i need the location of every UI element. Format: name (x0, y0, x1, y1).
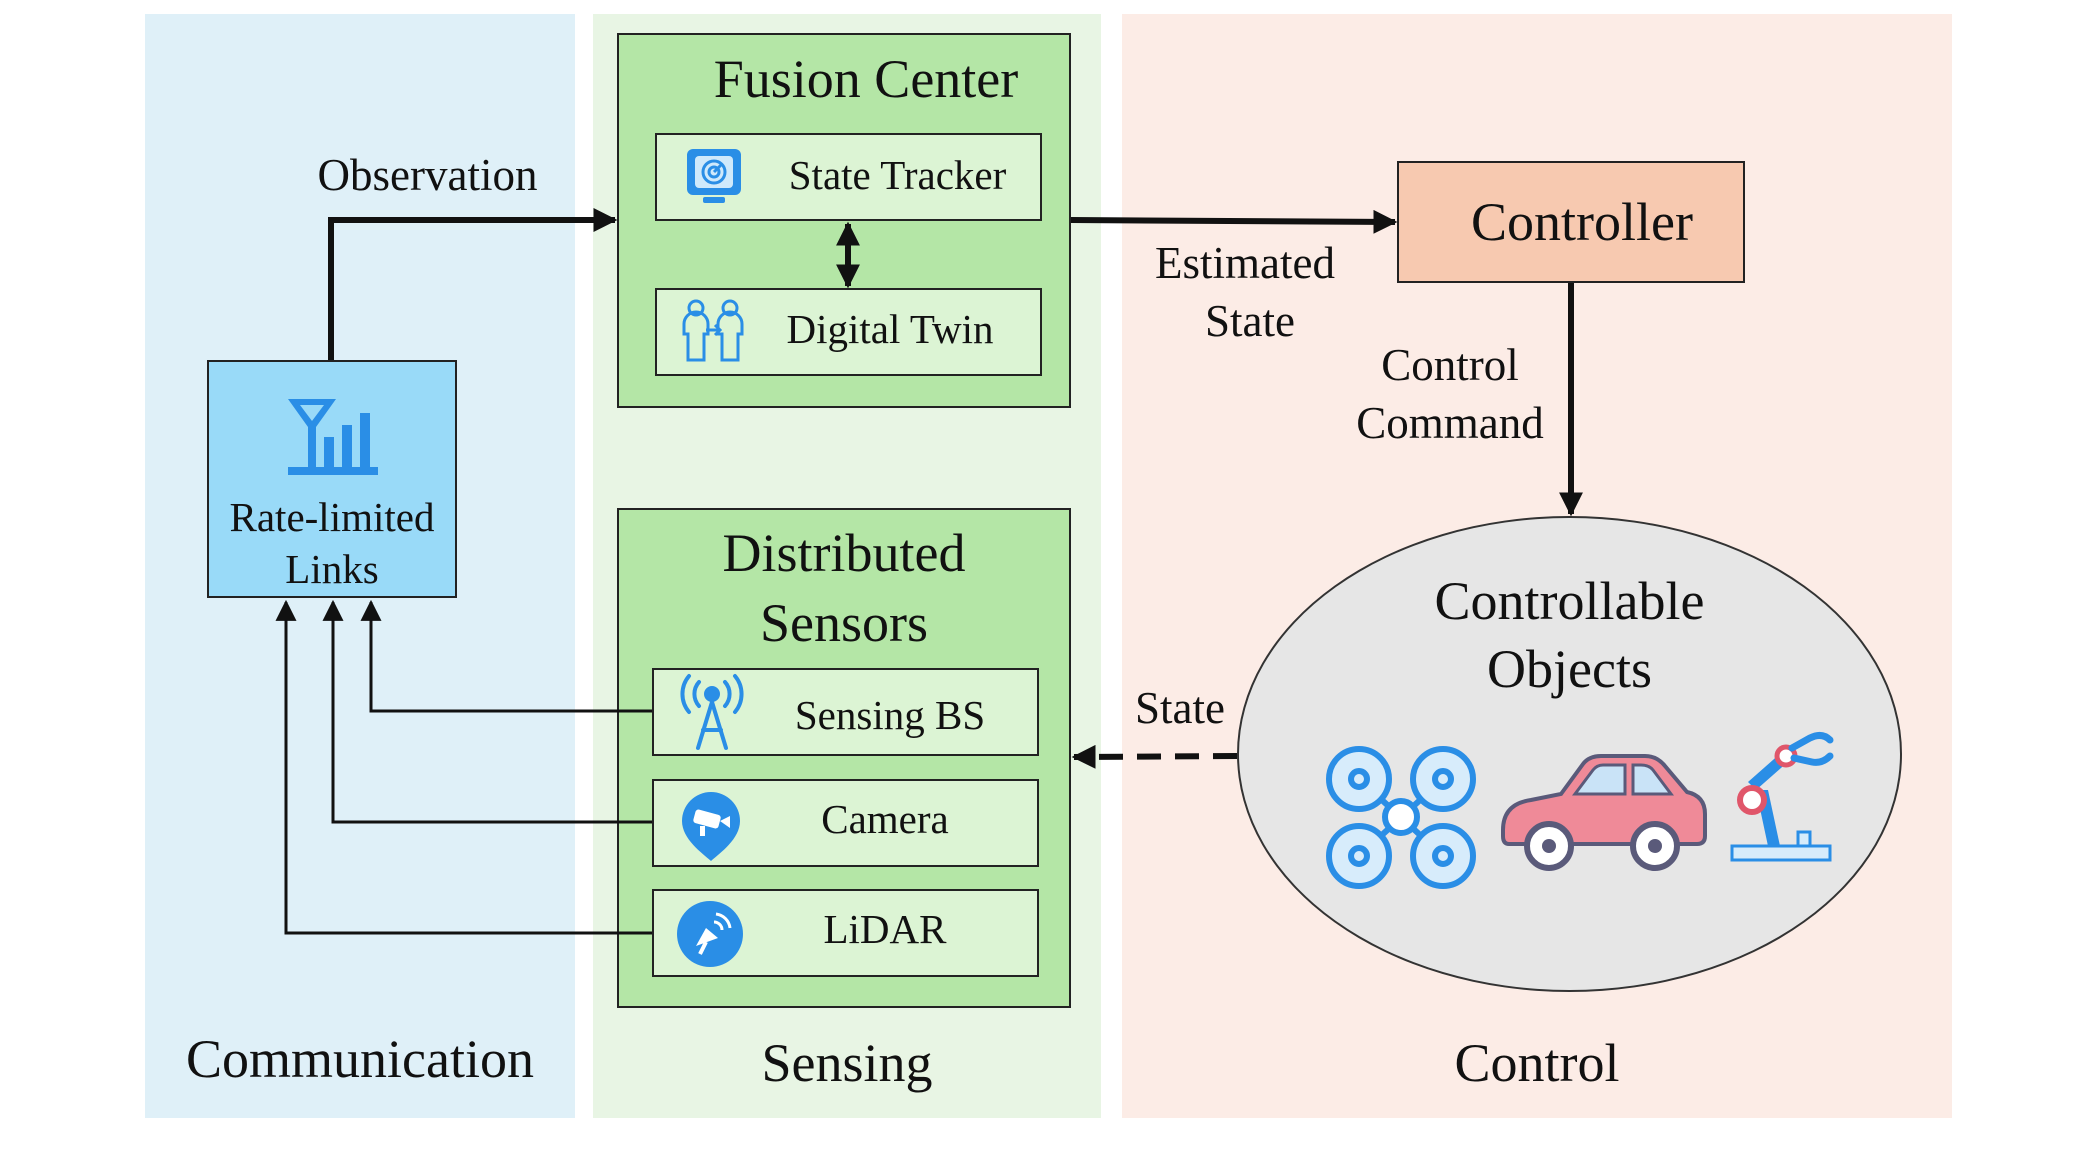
objects-label-line2: Objects (1487, 639, 1652, 699)
camera-to-links-arrow (322, 599, 652, 824)
observation-arrow (328, 208, 618, 360)
lidar-to-links-arrow (275, 599, 652, 935)
lidar-label: LiDAR (823, 906, 947, 952)
estimated-state-label-line1: Estimated (1155, 238, 1335, 288)
distributed-sensors-title-line1: Distributed (722, 523, 966, 583)
sensing-bs-label: Sensing BS (794, 692, 986, 738)
camera-label: Camera (821, 796, 949, 842)
rate-limited-links-box (207, 360, 457, 598)
digital-twin-label: Digital Twin (786, 306, 994, 352)
controller-label: Controller (1471, 192, 1693, 252)
signal-antenna-icon (286, 393, 382, 477)
state-tracker-label: State Tracker (788, 152, 1007, 198)
control-command-label-line1: Control (1381, 340, 1519, 390)
estimated-state-label-line2: State (1205, 296, 1295, 346)
estimated-state-arrow (1070, 209, 1398, 234)
lidar-icon (674, 898, 746, 970)
controller-box (1397, 161, 1745, 283)
camera-icon (678, 788, 744, 864)
state-tracker-icon (683, 145, 745, 207)
links-label-line2: Links (285, 546, 379, 592)
car-icon (1495, 752, 1707, 874)
objects-label-line1: Controllable (1434, 571, 1705, 631)
sensing-bs-icon (668, 672, 756, 752)
fusion-center-title: Fusion Center (713, 49, 1019, 109)
links-label-line1: Rate-limited (229, 494, 435, 540)
state-label: State (1135, 683, 1225, 733)
distributed-sensors-title-line2: Sensors (759, 593, 928, 653)
control-title: Control (1454, 1033, 1620, 1093)
control-command-label-line2: Command (1356, 398, 1544, 448)
drone-icon (1325, 745, 1477, 890)
robot-arm-icon (1728, 728, 1838, 868)
communication-title: Communication (186, 1029, 534, 1089)
state-dashed-arrow (1071, 744, 1238, 769)
digital-twin-icon (678, 298, 748, 366)
sensing-bs-to-links-arrow (360, 599, 652, 713)
sensing-title: Sensing (761, 1033, 933, 1093)
observation-label: Observation (317, 150, 538, 200)
